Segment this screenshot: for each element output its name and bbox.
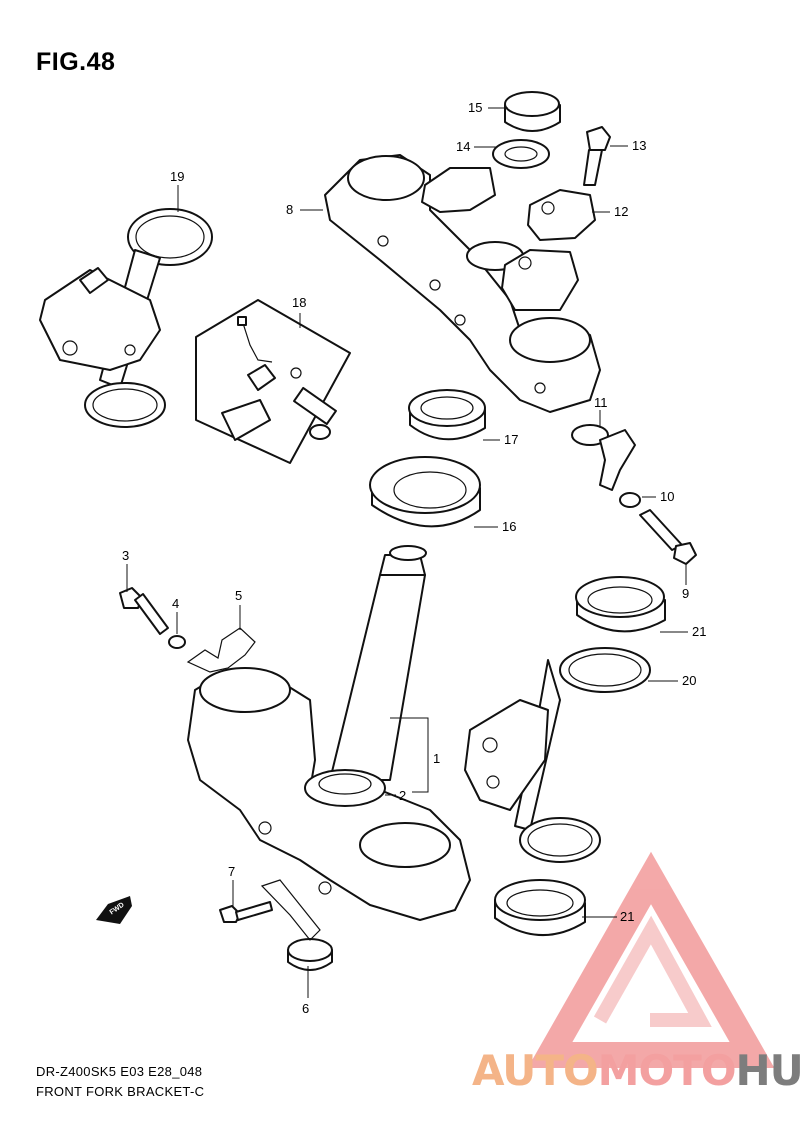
figure-title: FIG.48 [36,48,116,76]
part-14-washer [492,139,550,169]
callout-17: 17 [504,432,518,447]
watermark-hub: HUB [735,1046,800,1095]
callout-18: 18 [292,295,306,310]
part-2-seal [304,769,386,807]
watermark-brand-text: AUTOMOTOHUB [472,1046,800,1095]
part-18-kit [195,299,351,464]
callout-15: 15 [468,100,482,115]
callout-16: 16 [502,519,516,534]
callout-4: 4 [172,596,179,611]
callout-10: 10 [660,489,674,504]
callout-21-upper: 21 [692,624,706,639]
part-6-grommet [287,938,333,971]
watermark-auto: AUTO [472,1046,599,1095]
callout-9: 9 [682,586,689,601]
figure-caption-name: FRONT FORK BRACKET-C [36,1084,205,1099]
leader-lines [126,107,688,998]
part-17-nut [408,389,486,441]
callout-1: 1 [433,751,440,766]
part-4-washer [168,635,186,649]
watermark-moto: MOTO [597,1046,737,1095]
part-11-cable-guide [571,424,636,491]
watermark-logo-triangle [527,851,775,1068]
callout-19: 19 [170,169,184,184]
callout-8: 8 [286,202,293,217]
part-21-ring-lower [494,879,586,937]
part-9-bolt [639,509,697,565]
part-3-bolt [119,587,169,635]
part-5-clip [186,627,256,673]
part-7-bolt [219,879,321,941]
part-12-clamp [501,189,596,311]
callout-2: 2 [399,788,406,803]
callout-12: 12 [614,204,628,219]
figure-caption-model: DR-Z400SK5 E03 E28_048 [36,1064,203,1079]
part-8-upper-bracket [324,154,601,413]
fwd-arrow-icon: FWD [96,896,132,924]
part-21-ring-upper [575,576,666,633]
callout-14: 14 [456,139,470,154]
callout-11: 11 [594,395,608,410]
callout-21-lower: 21 [620,909,634,924]
callout-6: 6 [302,1001,309,1016]
callout-20: 20 [682,673,696,688]
part-16-bearing [369,456,481,528]
part-20-bracket [464,647,651,863]
callout-5: 5 [235,588,242,603]
callout-13: 13 [632,138,646,153]
callout-7: 7 [228,864,235,879]
part-13-bolt [583,126,611,186]
part-10-washer [619,492,641,508]
part-19-bracket [39,208,213,428]
callout-3: 3 [122,548,129,563]
callout-labels: 1 2 3 4 5 6 7 8 9 10 11 12 13 14 15 16 1… [122,100,706,1016]
part-15-cap [504,91,561,132]
